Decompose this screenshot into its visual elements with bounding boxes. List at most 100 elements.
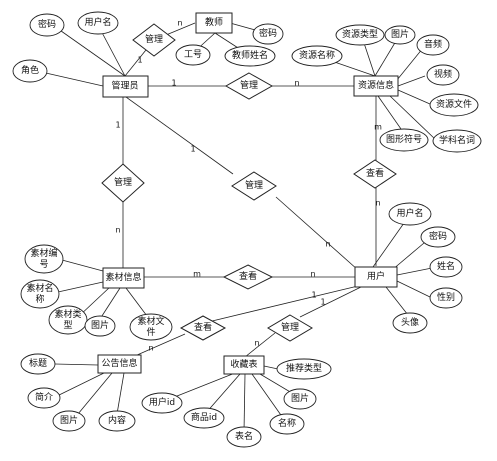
attr-admin-username: 用户名 [77,11,119,35]
attr-material-name: 素材名 称 [20,279,60,309]
svg-text:用户id: 用户id [149,396,175,408]
card-notice-user-1: 1 [311,291,316,300]
card-admin-user-1: 1 [190,145,195,154]
rel-admin-resource[interactable]: 管理 [224,72,274,100]
cardinality-labels: n 1 1 n 1 n 1 n m n m n 1 n 1 n [115,19,382,353]
rel-favorite-user[interactable]: 管理 [267,314,313,342]
rel-material-user[interactable]: 查看 [222,264,274,290]
attr-notice-image: 图片 [52,410,86,432]
svg-text:素材编: 素材编 [30,247,57,259]
attr-favorite-recommend: 推荐类型 [276,358,332,380]
attr-resource-video: 视频 [426,64,460,86]
card-resource-user-m: m [374,123,382,132]
attr-favorite-goods: 商品id [183,407,225,429]
entity-label: 教师 [205,16,223,28]
rel-admin-material[interactable]: 管理 [101,163,145,203]
rel-label: 管理 [281,321,299,333]
attr-material-image: 图片 [84,315,116,337]
entity-admin[interactable]: 管理员 [102,75,149,98]
svg-text:表名: 表名 [235,430,253,442]
attr-user-username: 用户名 [388,202,432,226]
attr-admin-role: 角色 [12,59,48,83]
svg-text:推荐类型: 推荐类型 [286,362,322,374]
attr-resource-type: 资源类型 [335,24,385,46]
rel-label: 查看 [366,167,384,179]
svg-text:素材文: 素材文 [137,315,164,327]
card-material-user-n: n [310,270,315,279]
svg-text:用户名: 用户名 [84,16,111,28]
attr-material-file: 素材文 件 [129,313,173,341]
entity-user[interactable]: 用户 [354,266,398,288]
svg-text:型: 型 [63,320,72,331]
attr-favorite-table: 表名 [226,426,262,448]
rel-admin-teacher[interactable]: 管理 [132,23,176,57]
svg-text:工号: 工号 [184,49,202,60]
entity-label: 公告信息 [101,357,137,369]
rel-label: 查看 [239,270,257,282]
attr-teacher-id: 工号 [175,44,211,66]
svg-text:图片: 图片 [391,28,409,40]
card-notice-user-n: n [148,344,153,353]
attr-notice-title: 标题 [20,353,56,375]
card-resource-user-n: n [375,199,380,208]
attr-resource-file: 资源文件 [429,93,479,117]
svg-text:资源类型: 资源类型 [342,28,378,40]
card-admin-user-n: n [325,240,330,249]
svg-text:头像: 头像 [401,316,419,328]
attr-user-gender: 性别 [429,287,463,309]
svg-text:姓名: 姓名 [437,260,455,272]
svg-text:件: 件 [146,326,155,338]
svg-text:称: 称 [35,293,44,305]
card-admin-teacher-1: 1 [137,56,142,65]
entity-label: 收藏表 [230,358,257,370]
attr-resource-symbol: 图形符号 [379,128,429,152]
attr-notice-content: 内容 [98,410,136,432]
svg-text:图片: 图片 [91,319,109,331]
attr-teacher-name: 教师姓名 [224,45,276,67]
attr-favorite-image: 图片 [283,388,317,410]
svg-text:图片: 图片 [60,414,78,426]
card-admin-resource-n: n [294,79,299,88]
entity-teacher[interactable]: 教师 [195,12,233,34]
svg-text:性别: 性别 [437,291,455,303]
card-material-user-m: m [193,270,201,279]
svg-text:教师姓名: 教师姓名 [232,49,268,61]
attr-favorite-name: 名称 [269,413,305,435]
rel-admin-user[interactable]: 管理 [231,171,277,201]
attr-resource-image: 图片 [384,25,416,45]
entity-resource[interactable]: 资源信息 [353,75,399,97]
svg-text:密码: 密码 [429,230,447,242]
attr-admin-password: 密码 [29,13,65,37]
attr-notice-intro: 简介 [27,387,61,409]
card-favorite-user-n: n [254,339,259,348]
attr-user-name: 姓名 [429,256,463,278]
svg-text:商品id: 商品id [191,411,217,423]
connector-lines [36,22,437,433]
entity-label: 用户 [367,270,385,282]
svg-text:素材名: 素材名 [26,282,53,294]
svg-text:资源文件: 资源文件 [436,98,472,110]
rel-notice-user[interactable]: 查看 [179,315,227,341]
svg-text:简介: 简介 [35,391,53,403]
entity-favorite[interactable]: 收藏表 [223,355,265,375]
entity-material[interactable]: 素材信息 [102,267,145,289]
attr-user-password: 密码 [420,226,456,248]
svg-text:素材类: 素材类 [54,308,81,320]
entity-label: 素材信息 [105,271,141,283]
attr-teacher-password: 密码 [252,23,284,45]
attr-favorite-userid: 用户id [141,392,183,414]
rel-user-resource[interactable]: 查看 [353,159,397,189]
svg-text:学科名词: 学科名词 [439,134,475,146]
attr-resource-name: 资源名称 [291,45,343,67]
entity-notice[interactable]: 公告信息 [97,354,142,374]
card-admin-material-1: 1 [115,121,120,130]
svg-text:密码: 密码 [259,27,277,39]
rel-label: 管理 [240,79,258,91]
svg-text:视频: 视频 [434,68,452,80]
svg-text:号: 号 [39,259,48,270]
card-admin-resource-1: 1 [171,79,176,88]
svg-text:内容: 内容 [108,414,126,426]
attr-resource-audio: 音频 [416,34,450,56]
attr-user-avatar: 头像 [392,312,428,334]
svg-text:图片: 图片 [291,392,309,404]
